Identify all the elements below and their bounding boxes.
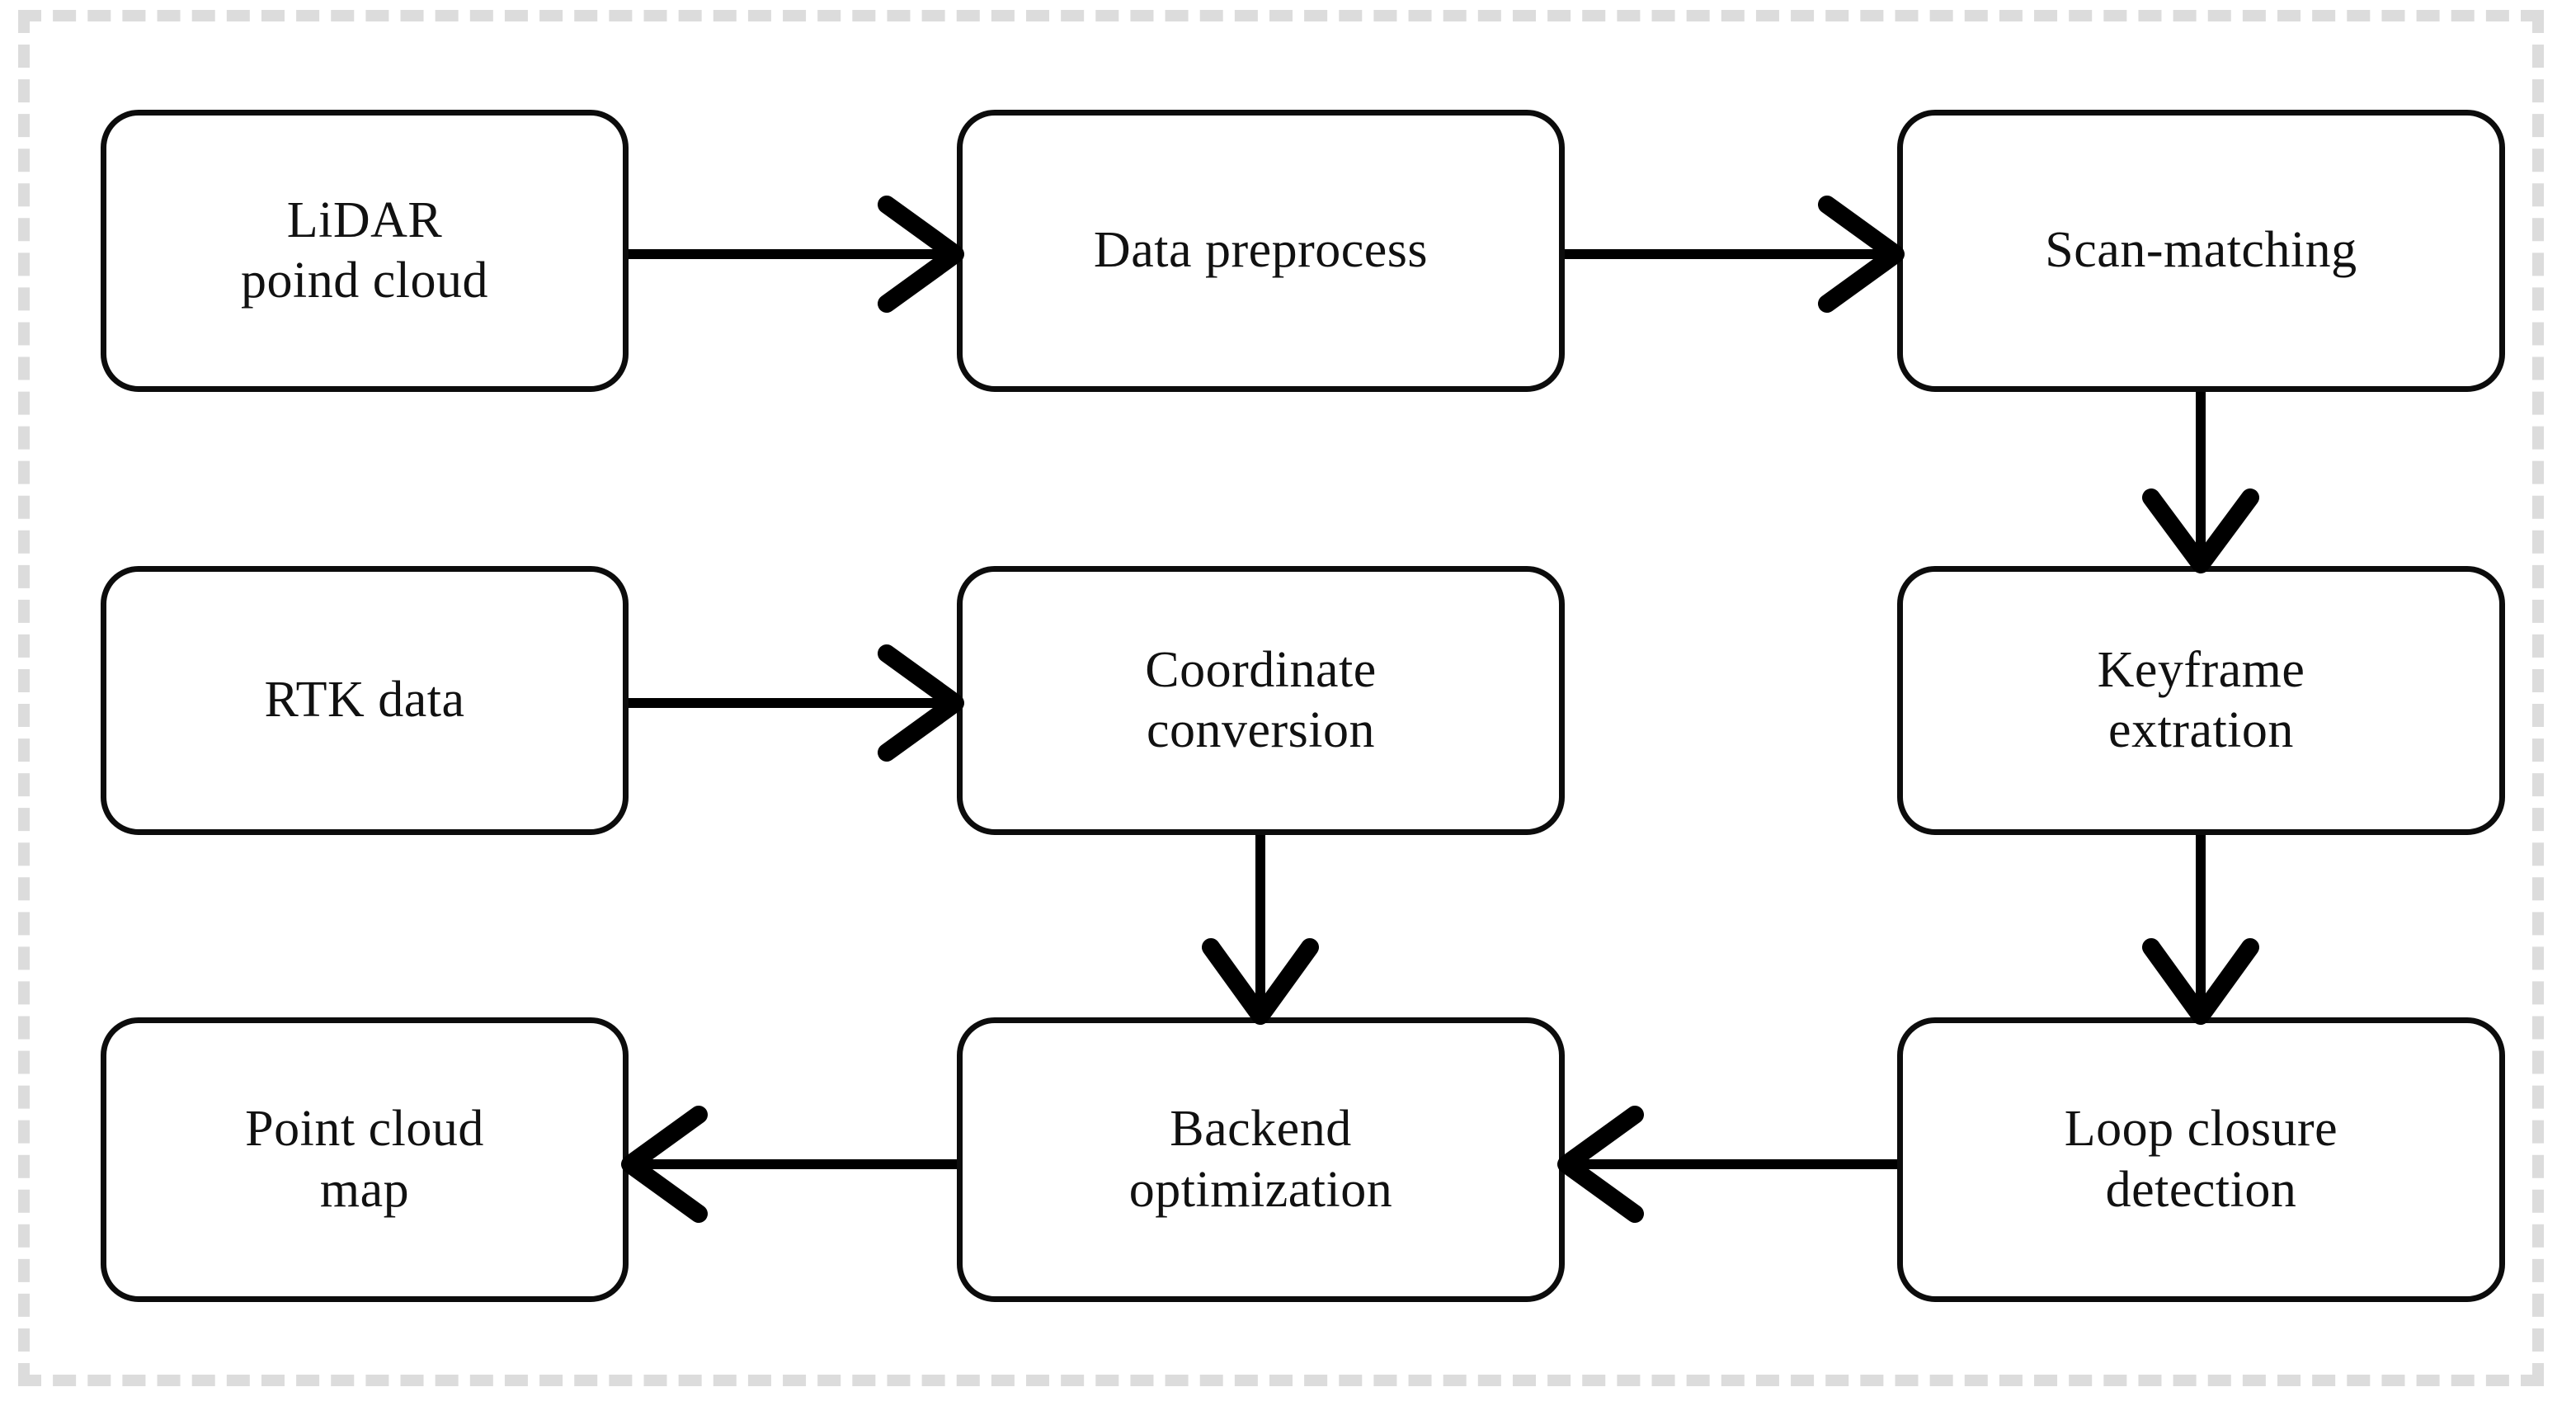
edge-preprocess-to-scanmatching [1565,196,1905,313]
edge-backend-to-pointcloudmap [621,1106,957,1223]
edge-rtk-to-coordinate [629,644,964,762]
node-rtk-data: RTK data [101,566,629,835]
node-label: Loop closure detection [2064,1101,2338,1218]
node-label: Keyframe extration [2097,641,2305,758]
edge-keyframe-to-loopclosure [2142,835,2259,1025]
node-keyframe-extration: Keyframe extration [1897,566,2505,835]
node-loop-closure-detection: Loop closure detection [1897,1017,2505,1302]
node-label: Backend optimization [1128,1101,1393,1218]
node-label: LiDAR poind cloud [241,191,488,309]
node-label: Data preprocess [1093,222,1429,279]
node-backend-optimization: Backend optimization [957,1017,1565,1302]
edge-coordinate-to-backend [1202,835,1319,1025]
node-data-preprocess: Data preprocess [957,110,1565,392]
node-coordinate-conversion: Coordinate conversion [957,566,1565,835]
node-scan-matching: Scan-matching [1897,110,2505,392]
node-label: Point cloud map [245,1101,484,1218]
node-label: RTK data [264,672,465,729]
node-label: Scan-matching [2045,222,2357,279]
node-label: Coordinate conversion [1145,641,1377,758]
edge-scanmatching-to-keyframe [2142,392,2259,573]
node-lidar-point-cloud: LiDAR poind cloud [101,110,629,392]
node-point-cloud-map: Point cloud map [101,1017,629,1302]
edge-loopclosure-to-backend [1557,1106,1897,1223]
edge-lidar-to-preprocess [629,196,964,313]
